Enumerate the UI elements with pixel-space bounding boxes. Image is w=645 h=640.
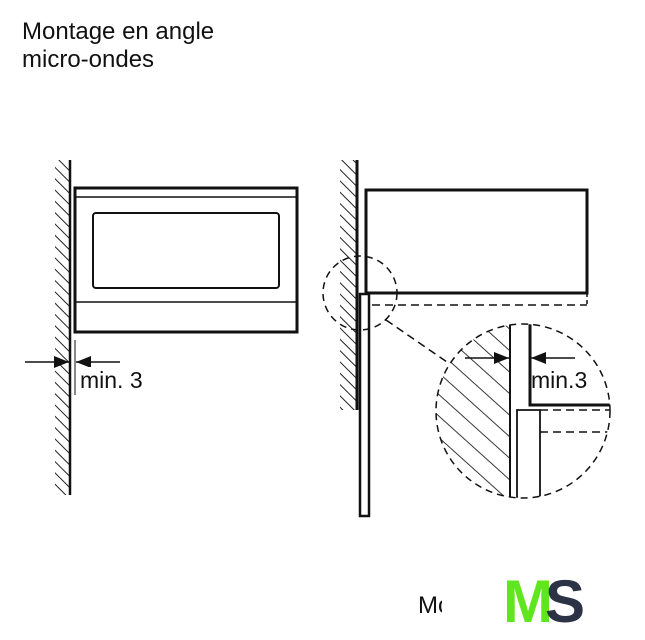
logo: MS [503,572,585,632]
title-line-1: Montage en angle [22,18,215,45]
left-figure-front-view [25,160,299,495]
diagram-title: Montage en angle micro-ondes [22,18,214,74]
right-dimension-label: min.3 [531,367,588,393]
footer-mark: Mo [418,592,442,619]
detail-circle-large [435,323,611,499]
detail-circle-small [322,255,398,331]
detail-magnified [436,324,610,498]
cabinet-side-panel [358,292,371,518]
right-figure-side-view [322,160,611,518]
wall-hatch [340,160,357,410]
microwave-window [92,212,280,289]
title-line-2: micro-ondes [22,46,155,73]
left-dimension-label: min. 3 [80,367,143,393]
microwave-side [364,188,589,295]
logo-letter-m: M [503,568,553,635]
microwave-outline [73,186,299,334]
wall-hatch [55,160,70,495]
logo-letter-s: S [544,568,585,635]
